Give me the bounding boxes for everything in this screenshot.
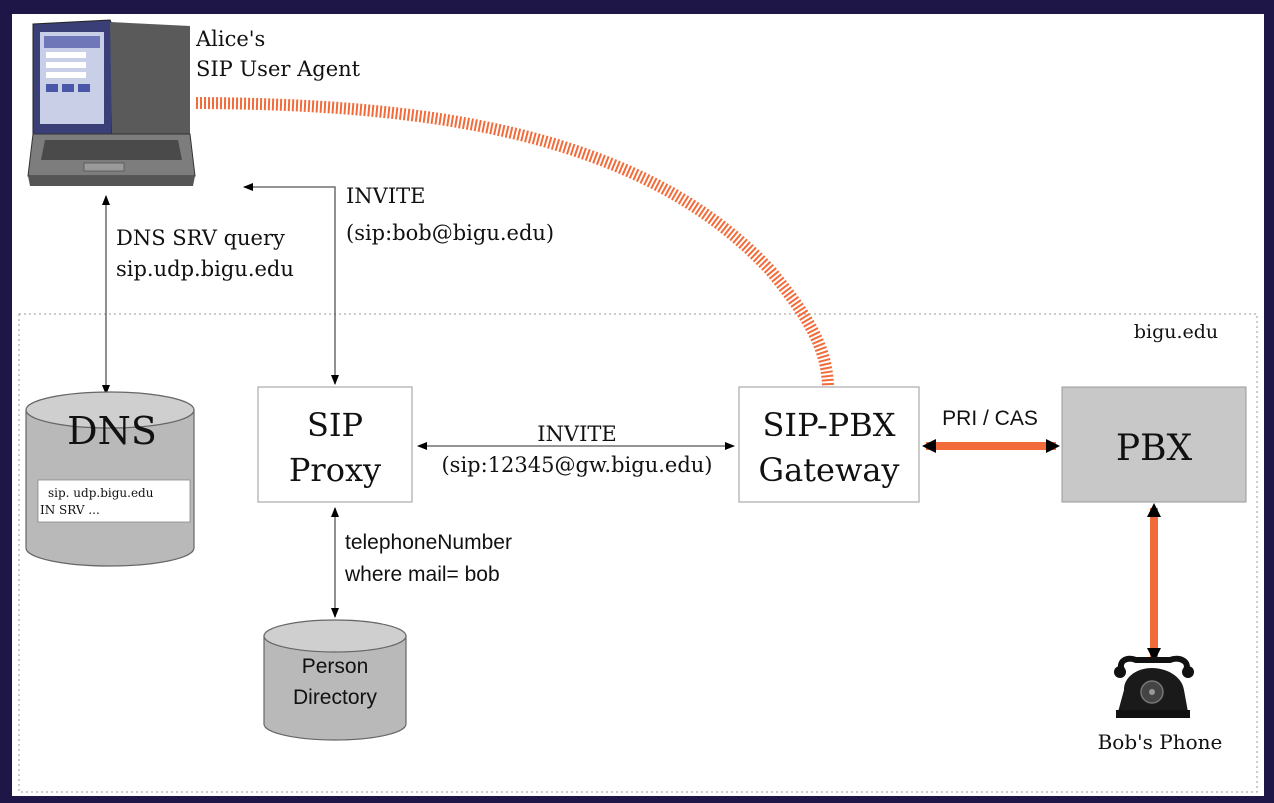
sip-proxy-box bbox=[257, 386, 413, 503]
invite-mid-line2: (sip:12345@gw.bigu.edu) bbox=[441, 453, 712, 477]
diagram-canvas: bigu.edu Alice's SIP User Agent DNS SRV … bbox=[12, 14, 1264, 796]
domain-label: bigu.edu bbox=[1134, 321, 1218, 343]
invite-alice-arrow bbox=[243, 183, 339, 385]
sip-pbx-gateway-box bbox=[738, 386, 920, 503]
lookup-line2: where mail= bob bbox=[344, 563, 500, 586]
rtp-media-path bbox=[195, 97, 834, 387]
directory-line2: Directory bbox=[293, 686, 378, 709]
bobs-phone-icon bbox=[1114, 655, 1194, 718]
alice-label-line2: SIP User Agent bbox=[196, 57, 361, 81]
pri-cas-label: PRI / CAS bbox=[942, 407, 1038, 430]
invite-top-line2: (sip:bob@bigu.edu) bbox=[346, 221, 554, 245]
person-directory-cylinder bbox=[263, 619, 407, 741]
dns-query-line1: DNS SRV query bbox=[116, 226, 285, 250]
proxy-line2: Proxy bbox=[289, 451, 381, 489]
dns-title: DNS bbox=[67, 409, 157, 453]
invite-mid-line1: INVITE bbox=[537, 422, 616, 446]
invite-top-line1: INVITE bbox=[346, 184, 425, 208]
gateway-line1: SIP-PBX bbox=[763, 406, 896, 444]
dns-query-line2: sip.udp.bigu.edu bbox=[116, 257, 294, 281]
dns-record-line2: IN SRV ... bbox=[40, 503, 100, 517]
proxy-line1: SIP bbox=[307, 406, 363, 444]
sip-diagram: bigu.edu Alice's SIP User Agent DNS SRV … bbox=[18, 19, 1258, 793]
alice-label-line1: Alice's bbox=[195, 27, 265, 51]
alice-laptop-icon bbox=[27, 19, 196, 186]
gateway-line2: Gateway bbox=[759, 451, 900, 489]
bigu-domain-boundary bbox=[18, 313, 1258, 793]
directory-line1: Person bbox=[302, 655, 369, 678]
bobs-phone-label: Bob's Phone bbox=[1098, 730, 1223, 754]
lookup-line1: telephoneNumber bbox=[345, 531, 512, 554]
pbx-box bbox=[1061, 386, 1247, 503]
dns-server-cylinder bbox=[25, 391, 195, 567]
dns-record-line1: sip. udp.bigu.edu bbox=[48, 486, 154, 500]
pbx-title: PBX bbox=[1116, 428, 1193, 469]
